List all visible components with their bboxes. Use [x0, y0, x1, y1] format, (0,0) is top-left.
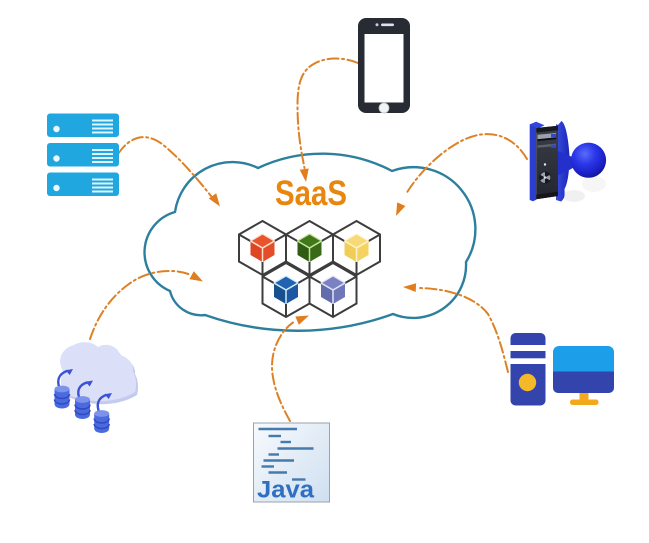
svg-text:Java: Java: [257, 477, 315, 504]
svg-text:SaaS: SaaS: [275, 174, 347, 213]
